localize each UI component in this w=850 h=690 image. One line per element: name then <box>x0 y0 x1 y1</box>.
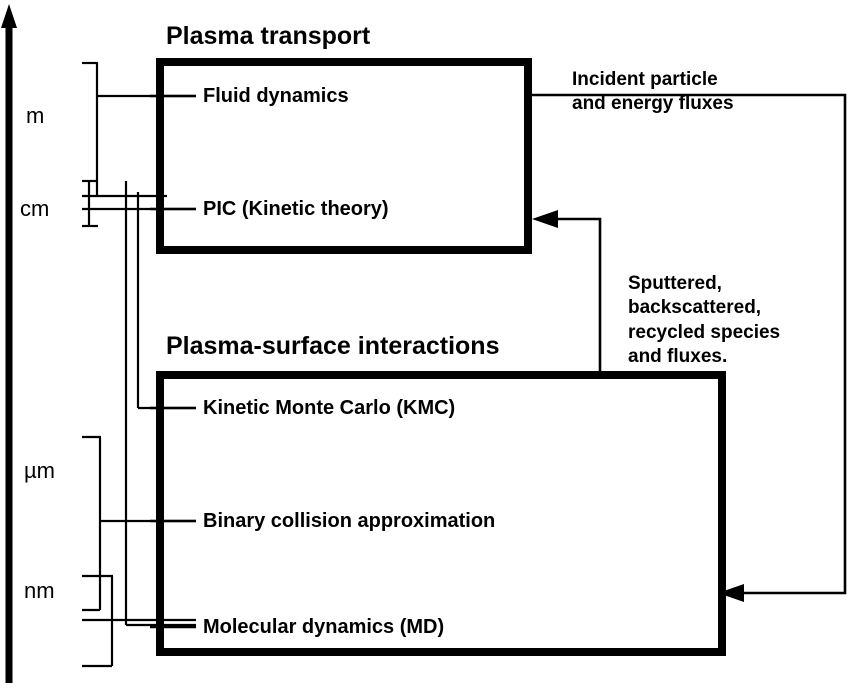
sputtered-flux-line-1: Sputtered, <box>628 273 722 294</box>
scale-label-m: m <box>26 103 45 128</box>
method-pic-kinetic-theory: PIC (Kinetic theory) <box>203 198 389 220</box>
bracket-um <box>82 435 196 612</box>
method-molecular-dynamics: Molecular dynamics (MD) <box>203 616 445 638</box>
plasma-transport-box <box>156 58 532 254</box>
sputtered-flux-line-2: backscattered, <box>628 297 762 319</box>
bracket-nm <box>82 574 196 668</box>
scale-bracket-network <box>82 61 196 668</box>
incident-flux-path <box>532 93 847 595</box>
incident-flux-label: Incident particle and energy fluxes <box>572 68 734 117</box>
method-fluid-dynamics: Fluid dynamics <box>203 85 349 107</box>
incident-flux-arrowhead-icon <box>718 584 744 602</box>
axis-arrowhead-icon <box>1 4 17 28</box>
sputtered-flux-line-4: and fluxes. <box>628 345 728 367</box>
incident-flux-line-2: and energy fluxes <box>572 93 734 115</box>
plasma-surface-interactions-box <box>156 371 726 656</box>
sputtered-flux-label: Sputtered, backscattered, recycled speci… <box>628 272 780 369</box>
sputtered-flux-line-3: recycled species <box>628 321 781 343</box>
sputtered-flux-arrowhead-icon <box>532 210 558 228</box>
incident-flux-line-1: Incident particle <box>572 69 718 90</box>
sputtered-flux-path <box>537 217 602 374</box>
sputtered-flux-arrow <box>532 210 602 374</box>
bracket-m <box>82 61 196 198</box>
length-scale-axis <box>1 4 17 683</box>
method-kinetic-monte-carlo: Kinetic Monte Carlo (KMC) <box>203 397 456 419</box>
scale-label-um: µm <box>24 458 56 483</box>
scale-label-nm: nm <box>24 578 55 603</box>
plasma-transport-title: Plasma transport <box>166 22 371 50</box>
incident-flux-arrow <box>532 93 847 602</box>
method-binary-collision-approximation: Binary collision approximation <box>203 510 496 532</box>
plasma-surface-interactions-title: Plasma-surface interactions <box>166 332 500 360</box>
scale-label-cm: cm <box>20 196 50 221</box>
